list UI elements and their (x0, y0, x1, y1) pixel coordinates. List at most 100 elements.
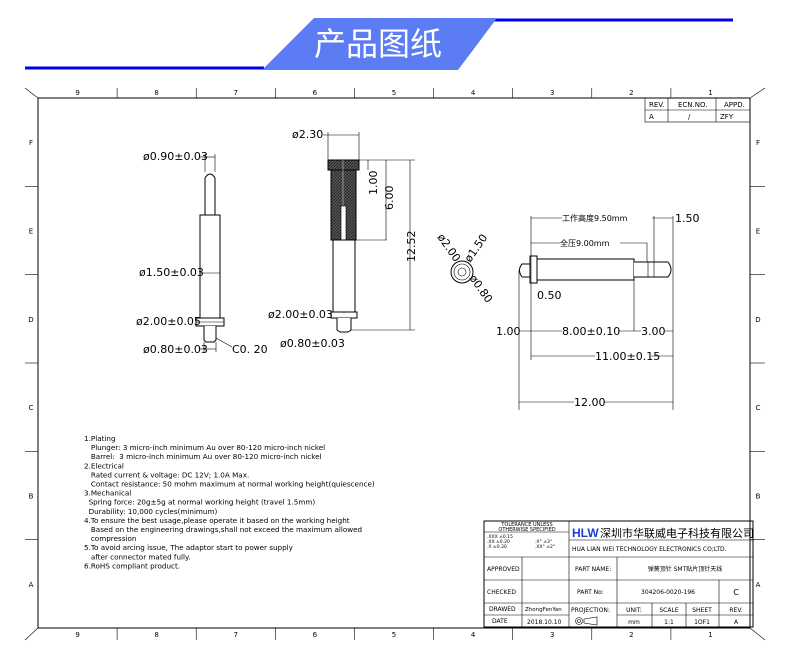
side-view: 工作高度9.50mm 全压9.00mm 1.50 0.50 1.00 8.00±… (496, 212, 700, 410)
ecn-header: ECN.NO. (678, 101, 707, 109)
note-line: 3.Mechanical (84, 489, 131, 498)
row-letter: C (29, 404, 34, 412)
scale-label: SCALE (659, 607, 678, 614)
tolerance-line: .X ±0.30 (487, 544, 507, 550)
approved-label: APPROVED (487, 566, 520, 573)
column-number: 7 (234, 631, 238, 639)
part-name-label: PART NAME: (575, 566, 611, 573)
rev-value: A (734, 619, 739, 626)
title-block: TOLERANCE UNLESS OTHERWISE SPECIFIED .XX… (483, 520, 754, 628)
dim-total-height: 12.52 (405, 231, 418, 263)
scale-value: 1:1 (664, 619, 674, 626)
dim-tip-dia: ø0.90±0.03 (143, 150, 208, 163)
column-number: 3 (550, 631, 554, 639)
dim-cap-height: 1.00 (367, 171, 380, 196)
note-line: 2.Electrical (84, 461, 124, 470)
ecn-value: / (688, 113, 691, 121)
checked-label: CHECKED (487, 589, 516, 596)
tolerance-line: .XX ±0.20 (487, 539, 510, 545)
header-banner: 产品图纸 (25, 18, 733, 70)
column-number: 6 (313, 89, 318, 97)
sheet-label: SHEET (692, 607, 712, 614)
tolerance-line: .XXX ±0.15 (487, 534, 513, 540)
note-line: 5.To avoid arcing issue, The adaptor sta… (84, 543, 294, 552)
column-number: 6 (313, 631, 318, 639)
tolerance-title-2: OTHERWISE SPECIFIED (498, 527, 555, 533)
note-line: 6.RoHS compliant product. (84, 561, 180, 570)
angle-tolerance: .X° ±3° (535, 539, 552, 545)
appd-header: APPD. (724, 101, 745, 109)
row-letter: F (29, 139, 33, 147)
column-number: 4 (471, 89, 476, 97)
dim-end-d1: ø2.00 (435, 231, 464, 264)
company-logo: HLW (572, 526, 599, 540)
dim-end-d3: ø0.80 (467, 272, 496, 305)
revision-letter: C (733, 588, 739, 597)
dim-barrel-height: 6.00 (383, 186, 396, 211)
barrel-view: ø2.30 1.00 6.00 12.52 ø2.00±0.03 ø0.80±0… (268, 128, 418, 350)
note-line: 1.Plating (84, 434, 116, 443)
row-letter: B (29, 493, 34, 501)
page-title: 产品图纸 (314, 25, 442, 63)
date-value: 2018.10.10 (527, 619, 562, 626)
drawer-name: ZhongFenYan (525, 607, 562, 613)
note-line: after connector mated fully. (84, 552, 191, 561)
projection-label: PROJECTION: (571, 607, 610, 614)
note-line: 4.To ensure the best usage,please operat… (84, 516, 350, 525)
part-no-label: PART No: (577, 589, 604, 596)
dim-stub-dia: ø0.80±0.03 (143, 343, 208, 356)
angle-tolerance: .XX° ±2° (535, 544, 555, 550)
dim-travel: 1.50 (675, 212, 700, 225)
row-letter: C (756, 404, 761, 412)
rev-header: REV. (649, 101, 664, 109)
technical-notes: 1.Plating Plunger: 3 micro-inch minimum … (84, 434, 375, 570)
row-letter: B (756, 493, 761, 501)
note-line: Rated current & voltage: DC 12V; 1.0A Ma… (84, 470, 249, 479)
plunger-view: ø0.90±0.03 ø1.50±0.03 ø2.00±0.05 ø0.80±0… (136, 150, 268, 356)
column-number: 7 (234, 89, 238, 97)
column-number: 5 (392, 89, 396, 97)
sheet-value: 1OF1 (694, 619, 710, 626)
dim-full-compress: 全压9.00mm (560, 238, 610, 248)
note-line: Durability: 10,000 cycles(minimum) (84, 507, 217, 516)
column-number: 9 (75, 89, 79, 97)
row-letter: A (29, 581, 34, 589)
note-line: Plunger: 3 micro-inch minimum Au over 80… (84, 443, 325, 452)
column-number: 8 (154, 89, 158, 97)
unit-label: UNIT: (626, 607, 642, 614)
rev-label: REV. (729, 607, 742, 614)
row-letter: D (755, 316, 760, 324)
note-line: Spring force: 20g±5g at normal working h… (84, 498, 315, 507)
dim-plunger-length: 3.00 (641, 325, 666, 338)
dim-barrel-flange: ø2.00±0.03 (268, 308, 333, 321)
dim-flange-thickness: 0.50 (537, 289, 562, 302)
column-number: 5 (392, 631, 396, 639)
dim-overall-length: 11.00±0.15 (595, 350, 660, 363)
dim-flange-dia: ø2.00±0.05 (136, 315, 201, 328)
tolerance-title: TOLERANCE UNLESS (500, 522, 552, 528)
column-number: 9 (75, 631, 79, 639)
column-number: 1 (708, 631, 712, 639)
note-line: compression (84, 534, 136, 543)
appd-value: ZFY (720, 113, 734, 121)
row-letter: E (756, 228, 760, 236)
revision-block: REV. ECN.NO. APPD. A / ZFY (644, 97, 751, 123)
column-number: 4 (471, 631, 476, 639)
row-letter: E (29, 228, 33, 236)
note-line: Based on the engineering drawings,shall … (84, 525, 362, 534)
dim-end-d2: ø1.50 (462, 232, 491, 265)
date-label: DATE (492, 618, 508, 625)
dim-working-height: 工作高度9.50mm (562, 213, 628, 223)
dim-cap-dia: ø2.30 (292, 128, 323, 141)
dim-chamfer: C0. 20 (232, 343, 268, 356)
unit-value: mm (628, 619, 640, 626)
dim-barrel-stub: ø0.80±0.03 (280, 337, 345, 350)
rev-value: A (649, 113, 654, 121)
row-letter: A (756, 581, 761, 589)
column-number: 1 (708, 89, 712, 97)
projection-symbol-icon (575, 616, 598, 626)
part-number: 304206-0020-196 (641, 589, 695, 596)
drawed-label: DRAWED (489, 606, 516, 613)
